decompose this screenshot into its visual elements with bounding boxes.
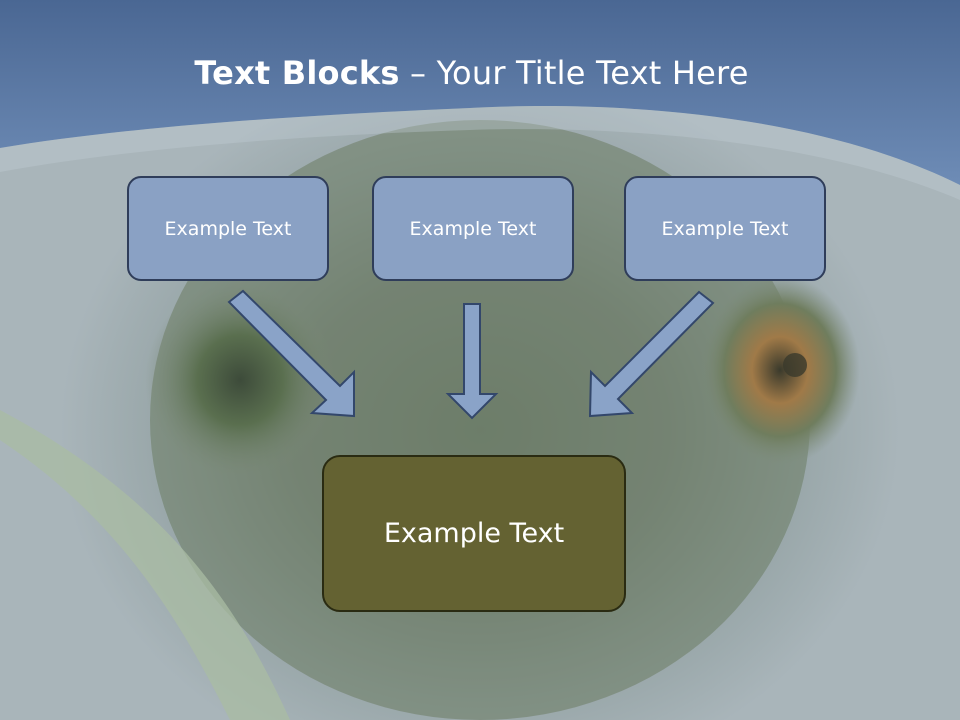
header-band <box>0 0 960 185</box>
slide-title: Text Blocks – Your Title Text Here <box>0 54 943 92</box>
title-bold-part: Text Blocks <box>194 54 400 92</box>
text-block-1-label: Example Text <box>164 217 292 240</box>
target-text-block-label: Example Text <box>383 518 565 549</box>
text-block-2[interactable]: Example Text <box>372 176 574 281</box>
title-rest: Your Title Text Here <box>436 54 749 92</box>
plant-stem <box>0 410 290 720</box>
lizard-pupil <box>783 353 807 377</box>
text-block-3[interactable]: Example Text <box>624 176 826 281</box>
arrow-right-diagonal <box>588 290 715 418</box>
text-block-3-label: Example Text <box>661 217 789 240</box>
text-block-1[interactable]: Example Text <box>127 176 329 281</box>
header-curve-highlight <box>0 106 960 200</box>
arrow-center-down <box>445 303 499 420</box>
target-text-block[interactable]: Example Text <box>322 455 626 612</box>
title-dash: – <box>399 54 437 92</box>
text-block-2-label: Example Text <box>409 217 537 240</box>
arrow-left-diagonal <box>227 289 355 418</box>
lizard-eye-left <box>145 280 335 480</box>
lizard-eye-right <box>700 275 860 465</box>
